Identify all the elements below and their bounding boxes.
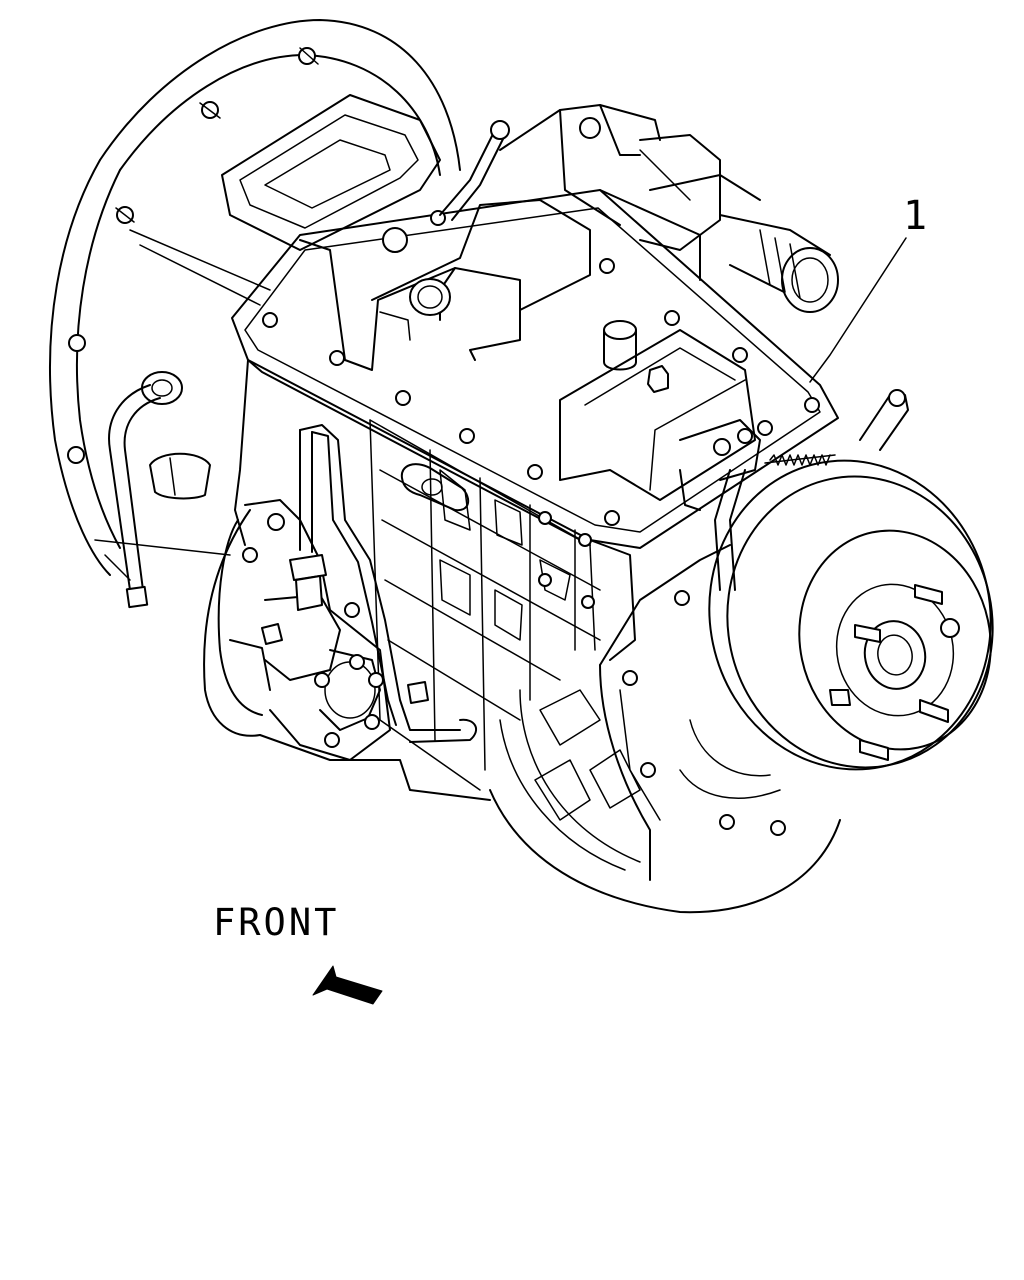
- transmission-case: [203, 189, 841, 914]
- callout-label-1: 1: [903, 193, 928, 239]
- oil-pipe: [289, 424, 478, 743]
- pto-pump: [217, 499, 429, 761]
- clutch-housing: [49, 19, 461, 576]
- rear-upper-housing: [499, 104, 839, 313]
- arrow-icon: [312, 965, 383, 1005]
- callout-leader-line: [809, 237, 907, 383]
- breather-pipe: [94, 384, 231, 609]
- brake-drum: [679, 389, 994, 771]
- shift-tower: [299, 120, 756, 501]
- front-direction-label: FRONT: [213, 901, 340, 944]
